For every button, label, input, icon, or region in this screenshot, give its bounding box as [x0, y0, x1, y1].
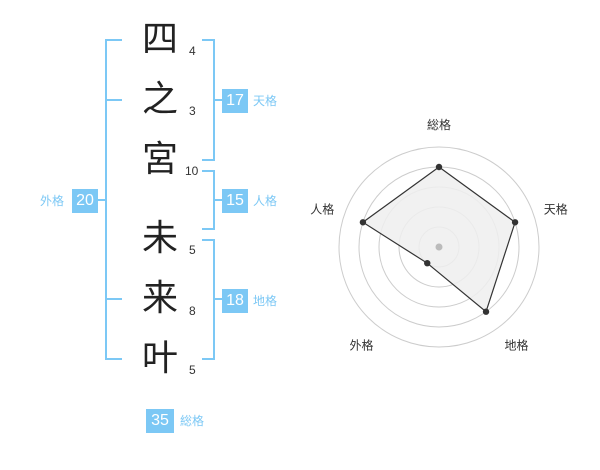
given-char-3: 叶 [141, 338, 178, 379]
surname-char-2: 之 [141, 79, 178, 120]
radar-point-2 [511, 219, 519, 226]
jinkaku-value: 15 [222, 189, 248, 213]
given-strokes-2: 8 [189, 304, 196, 318]
gaikaku-label: 外格 [40, 194, 65, 208]
radar-point-3 [482, 308, 490, 315]
soukaku-label: 総格 [180, 414, 205, 428]
tenkaku-value: 17 [222, 89, 248, 113]
given-strokes-1: 5 [189, 243, 196, 257]
gaikaku-value: 20 [72, 189, 98, 213]
soukaku-value: 35 [146, 409, 174, 433]
radar-axis-label-1: 総格 [427, 117, 451, 132]
given-char-2: 来 [141, 278, 178, 319]
radar-point-5 [359, 219, 367, 226]
radar-area [361, 166, 516, 313]
radar-point-4 [424, 259, 431, 267]
chikaku-label: 地格 [253, 294, 278, 308]
surname-char-1: 四 [141, 19, 178, 60]
given-strokes-3: 5 [189, 363, 196, 377]
surname-strokes-3: 10 [185, 164, 199, 178]
surname-char-3: 宮 [141, 139, 178, 180]
surname-strokes-1: 4 [189, 44, 196, 58]
radar-center-dot [435, 243, 443, 251]
surname-strokes-2: 3 [189, 104, 196, 118]
radar-axis-label-3: 地格 [504, 338, 528, 353]
radar-axis-label-2: 天格 [544, 201, 568, 216]
radar-point-1 [435, 163, 443, 171]
given-char-1: 未 [141, 218, 178, 259]
tenkaku-label: 天格 [253, 94, 278, 108]
radar-axis-label-4: 外格 [350, 338, 374, 353]
radar-axis-label-5: 人格 [310, 201, 334, 216]
chikaku-value: 18 [222, 289, 248, 313]
jinkaku-label: 人格 [253, 194, 278, 208]
